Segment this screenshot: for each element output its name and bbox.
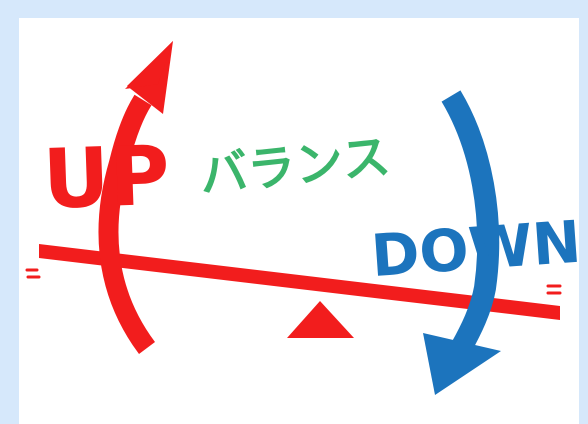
illustration-panel: UP バランス DOWN bbox=[19, 18, 579, 424]
down-label: DOWN bbox=[369, 208, 579, 290]
up-label: UP bbox=[41, 129, 171, 228]
triangle-fulcrum-icon bbox=[287, 301, 354, 338]
balance-illustration: UP バランス DOWN bbox=[19, 18, 579, 424]
balance-label: バランス bbox=[197, 129, 393, 205]
